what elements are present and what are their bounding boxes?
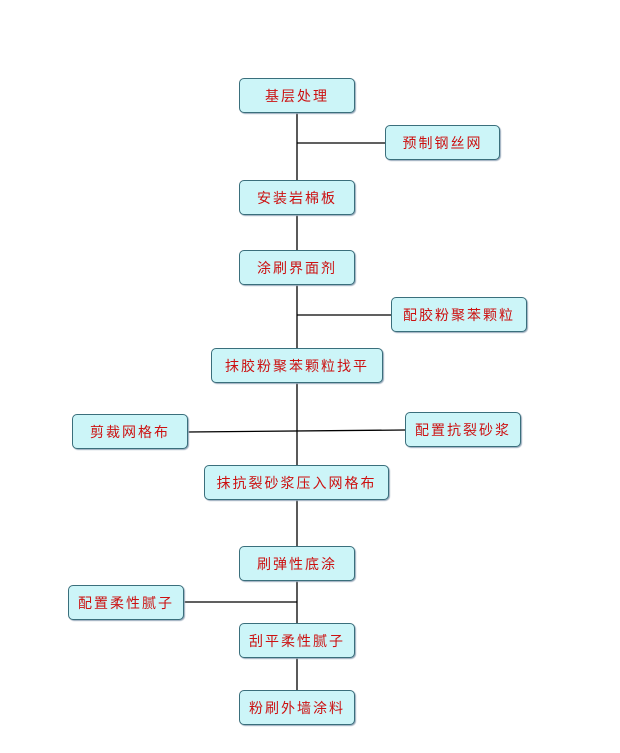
step-level-polystyrene: 抹胶粉聚苯颗粒找平 [211,348,383,383]
step-cut-mesh: 剪裁网格布 [72,414,188,449]
step-elastic-primer: 刷弹性底涂 [239,546,355,581]
step-paint-exterior: 粉刷外墙涂料 [239,690,355,725]
step-level-putty: 刮平柔性腻子 [239,623,355,658]
step-prefab-steel-mesh: 预制钢丝网 [385,125,500,160]
step-base-treatment: 基层处理 [239,78,355,113]
step-apply-mortar-mesh: 抹抗裂砂浆压入网格布 [204,465,389,500]
step-install-rockwool: 安装岩棉板 [239,180,355,215]
step-mix-putty: 配置柔性腻子 [68,585,184,620]
step-interface-agent: 涂刷界面剂 [239,250,355,285]
connector-mesh-mortar [187,429,406,433]
step-mix-mortar: 配置抗裂砂浆 [405,412,521,447]
step-mix-polystyrene: 配胶粉聚苯颗粒 [391,297,527,332]
